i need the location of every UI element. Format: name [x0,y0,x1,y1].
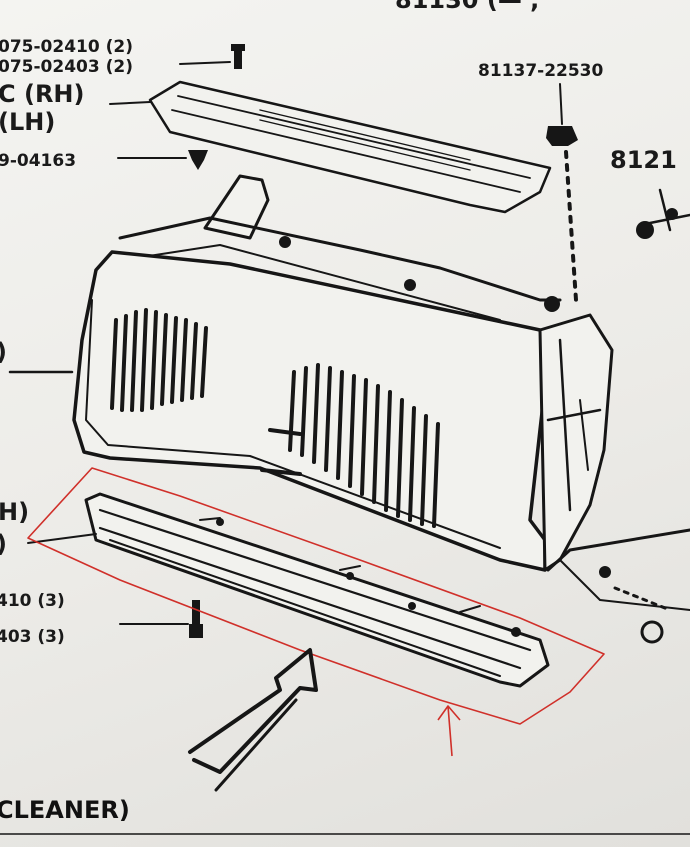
leader-line-bolt [179,61,231,65]
nut-icon [546,126,578,146]
leader-line-rh [109,101,151,105]
bolt-icon [231,44,245,69]
red-annotation-outline [27,467,605,725]
bulb-socket-icon [636,188,690,239]
leader-line-strip [27,533,97,544]
part-number-nut: 81137-22530 [478,61,604,81]
headlamp-unit [72,174,690,644]
upper-trim-strip [148,80,552,214]
arrow-icon [188,648,318,792]
part-number-low-a: 410 (3) [0,591,65,611]
part-number-right: 8121 [610,146,677,174]
label-side-h: H) [0,498,29,526]
leader-line-nut [559,83,563,125]
lens-pattern-left [110,308,208,412]
lower-trim-strip [84,492,550,688]
label-cleaner: CLEANER) [0,796,130,824]
side-bracket-mark: ) [0,338,7,366]
part-number-bolt-b: 075-02403 (2) [0,57,133,77]
bolt-icon-lower [189,600,203,638]
red-annotation-arrow [437,705,461,757]
dashed-bolt-path [564,150,578,302]
label-rh: C (RH) [0,80,84,108]
side-bracket-mark-2: ) [0,530,7,558]
part-number-low-b: 403 (3) [0,627,65,647]
part-number-clip: 9-04163 [0,151,76,171]
part-number-bolt-a: 075-02410 (2) [0,37,133,57]
label-lh: (LH) [0,108,55,136]
lens-pattern-right [260,363,440,528]
top-partial-label: 81130 (— , [395,0,539,14]
clip-icon [188,150,208,170]
